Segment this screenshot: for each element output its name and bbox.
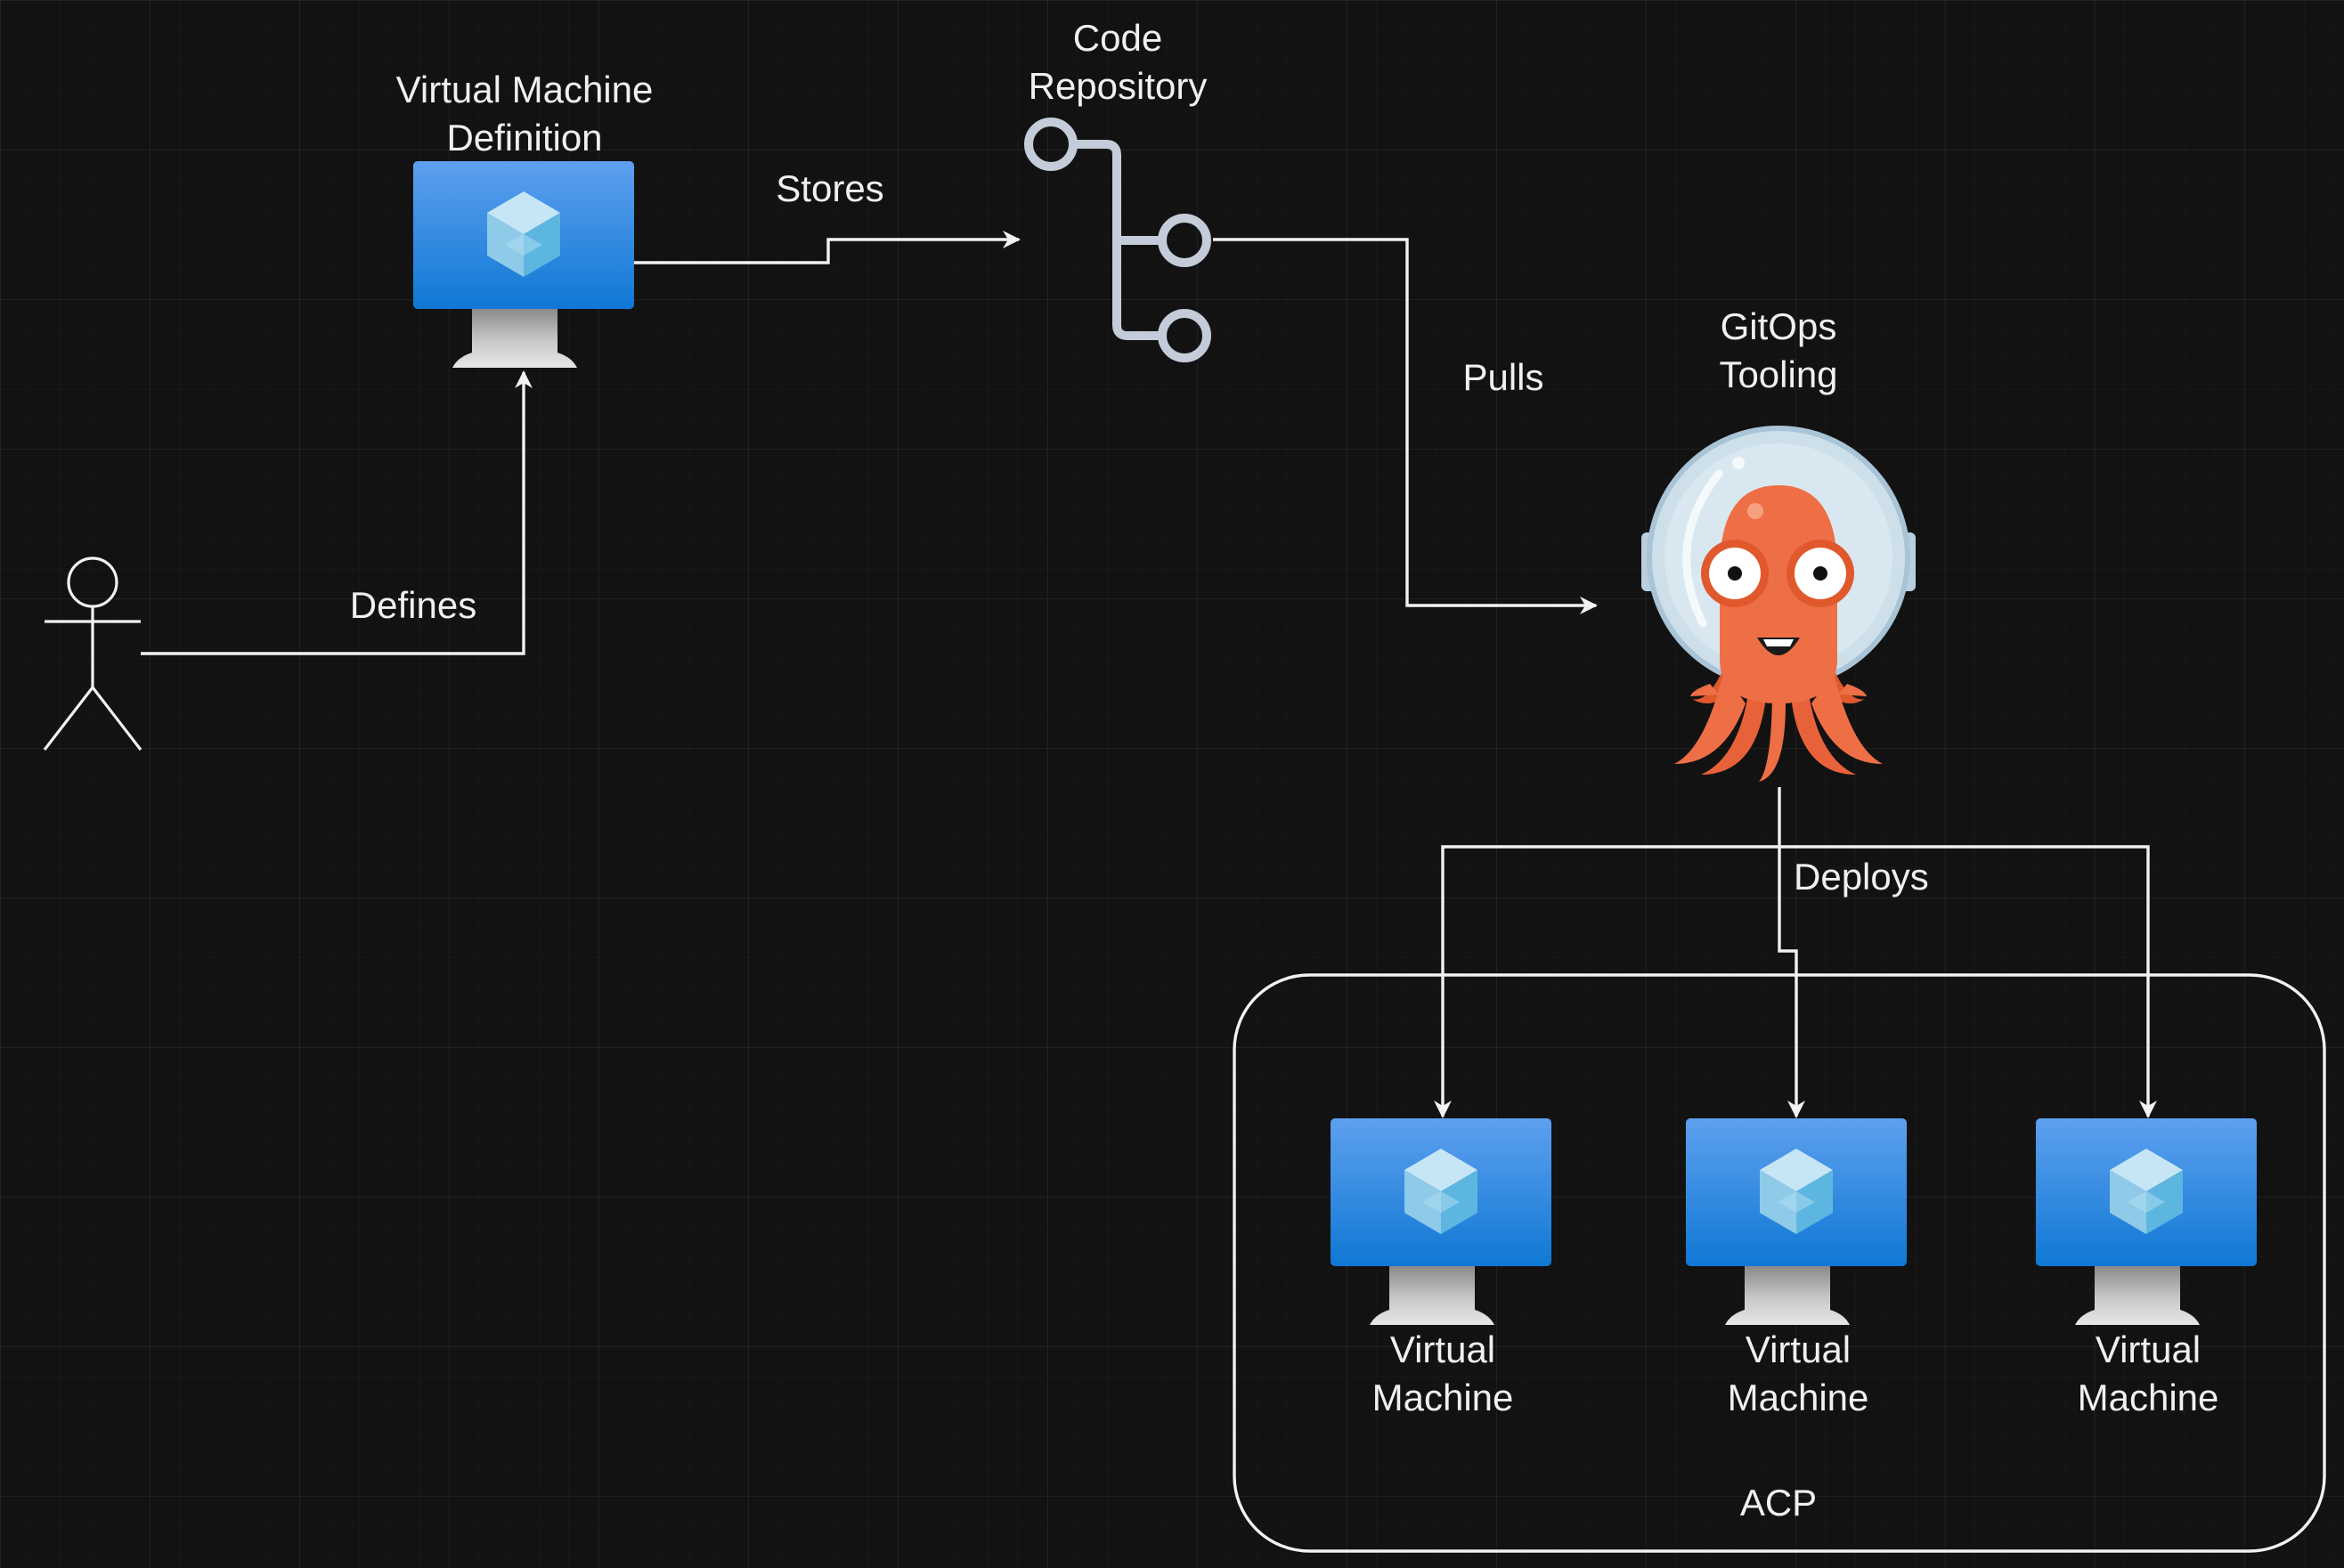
vm-definition-node: Virtual Machine Definition — [396, 69, 654, 368]
vm-2-node: Virtual Machine — [1686, 1118, 1907, 1418]
vm-2-label-line2: Machine — [1728, 1377, 1869, 1418]
virtual-machine-icon — [1686, 1118, 1907, 1325]
gitops-tooling-label-line1: GitOps — [1721, 305, 1837, 347]
edge-label-deploys: Deploys — [1794, 856, 1929, 898]
vm-3-label-line1: Virtual — [2096, 1328, 2201, 1370]
user-node — [43, 557, 142, 751]
gitops-tooling-label-line2: Tooling — [1719, 353, 1837, 395]
edge-defines — [141, 370, 533, 655]
edge-deploys-left — [1434, 845, 1779, 1118]
vm-3-label-line2: Machine — [2078, 1377, 2219, 1418]
code-repository-label-line2: Repository — [1029, 65, 1208, 107]
edge-label-stores: Stores — [776, 167, 883, 209]
vm-1-node: Virtual Machine — [1331, 1118, 1551, 1418]
stick-figure-icon — [43, 557, 142, 751]
virtual-machine-icon — [413, 161, 634, 368]
virtual-machine-icon — [1331, 1118, 1551, 1325]
vm-2-label-line1: Virtual — [1746, 1328, 1851, 1370]
gitops-tooling-node: GitOps Tooling — [1641, 305, 1916, 782]
vm-1-label-line1: Virtual — [1390, 1328, 1495, 1370]
code-repository-label-line1: Code — [1073, 17, 1162, 59]
git-branch-icon — [1024, 118, 1211, 362]
acp-group-container — [1233, 973, 2326, 1553]
edge-label-defines: Defines — [350, 584, 476, 626]
virtual-machine-icon — [2036, 1118, 2257, 1325]
vm-definition-label-line1: Virtual Machine — [396, 69, 654, 110]
vm-definition-label-line2: Definition — [446, 117, 602, 158]
edge-stores — [634, 231, 1021, 264]
edge-pulls — [1213, 238, 1598, 614]
edge-deploys-right — [1779, 845, 2157, 1118]
edge-label-pulls: Pulls — [1462, 356, 1543, 398]
edge-deploys-middle — [1778, 847, 1805, 1118]
vm-3-node: Virtual Machine — [2036, 1118, 2257, 1418]
code-repository-node: Code Repository — [1024, 17, 1211, 362]
argo-octopus-icon — [1641, 426, 1916, 782]
vm-1-label-line2: Machine — [1372, 1377, 1514, 1418]
acp-group-label: ACP — [1740, 1482, 1817, 1523]
